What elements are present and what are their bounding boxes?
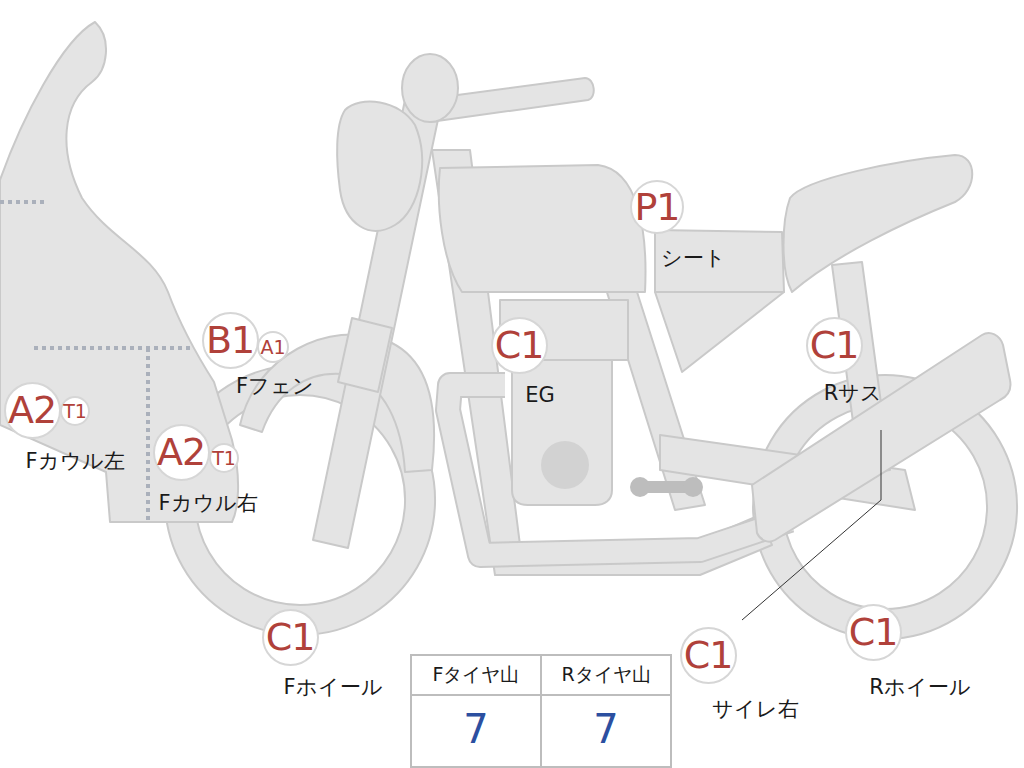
table-value: 7 [593,707,618,751]
part-label: Fカウル右 [158,492,257,515]
seat [655,230,784,292]
callout-code: T1 [63,402,87,421]
callout-code: C1 [266,618,315,656]
part-label: Fカウル左 [25,450,124,473]
callout-circle: T1 [60,396,90,426]
table-value: 7 [463,707,488,751]
fork-cover [338,318,392,392]
callout-code: C1 [684,636,733,674]
fuel-tank [439,165,646,292]
footpeg-end [630,477,650,497]
callout-code: B1 [206,321,254,359]
callout-code: A2 [157,433,205,471]
part-label: サイレ右 [712,698,799,721]
table-header: Fタイヤ山 [433,664,520,685]
leader-line [742,430,881,620]
part-label: シート [661,247,726,270]
callout-circle: C1 [680,627,737,684]
callout-circle: A2 [153,424,210,481]
part-label: Fホイール [283,676,382,699]
callout-circle: T1 [209,443,239,473]
callout-circle: A1 [257,331,289,363]
callout-circle: C1 [806,317,863,374]
exhaust-pipe [448,385,790,555]
callout-circle: C1 [845,604,902,661]
callout-code: P1 [634,188,679,226]
rear-cowl [784,155,973,292]
exhaust-pipe-inner [448,385,790,555]
callout-code: C1 [810,326,859,364]
callout-code: A2 [8,391,56,429]
callout-code: C1 [495,326,544,364]
callout-circle: B1 [202,312,259,369]
footpeg-end [683,477,703,497]
front-fork [313,100,440,548]
engine-cover [541,441,589,489]
callout-circle: A2 [4,382,61,439]
seat-under [655,292,784,372]
part-label: Rサス [824,382,883,405]
part-label: Fフェン [236,375,314,398]
mirror [402,54,458,122]
engine-block [512,360,612,505]
tread-table [411,655,671,767]
callout-code: A1 [260,338,285,357]
part-label: EG [525,384,555,407]
headlight [337,102,422,231]
callout-circle: C1 [262,609,319,666]
part-label: Rホイール [869,676,971,699]
table-header: Rタイヤ山 [561,664,650,685]
callout-circle: P1 [630,180,684,234]
callout-circle: C1 [491,317,548,374]
front-cowl [0,22,238,522]
callout-code: C1 [849,613,898,651]
callout-code: T1 [212,449,236,468]
